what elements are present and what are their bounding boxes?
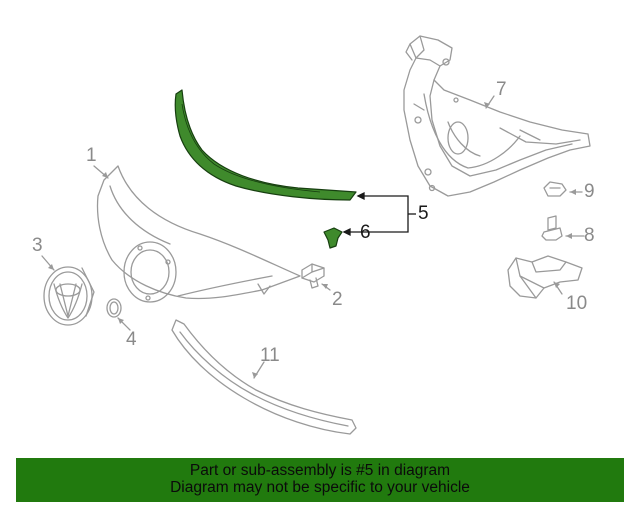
bolt-part-8 — [541, 215, 563, 241]
info-banner: Part or sub-assembly is #5 in diagram Di… — [16, 458, 624, 502]
callout-10: 10 — [566, 293, 588, 314]
clip-part-2 — [301, 263, 325, 289]
lower-molding-part-11 — [171, 319, 357, 435]
duct-part-10 — [507, 255, 583, 299]
callout-3: 3 — [32, 235, 43, 256]
highlighted-clip-part-6 — [323, 227, 343, 249]
callout-9: 9 — [584, 181, 595, 202]
callout-6: 6 — [360, 222, 371, 243]
banner-line-2: Diagram may not be specific to your vehi… — [170, 479, 470, 496]
callout-11: 11 — [260, 345, 280, 366]
callout-1: 1 — [86, 145, 97, 166]
grille-panel-part-1 — [96, 165, 301, 303]
emblem-part-3 — [43, 266, 95, 326]
callout-7: 7 — [496, 79, 507, 100]
highlighted-molding-part-5 — [174, 89, 357, 201]
banner-line-1: Part or sub-assembly is #5 in diagram — [189, 462, 451, 479]
bracket-assembly-part-7 — [403, 35, 591, 197]
callout-5: 5 — [418, 203, 429, 224]
leader-lines — [41, 95, 585, 379]
nut-part-9 — [543, 181, 567, 197]
arrow-heads — [48, 102, 576, 378]
callout-bracket-5-6 — [342, 191, 416, 237]
callout-4: 4 — [126, 329, 137, 350]
grommet-part-4 — [106, 298, 122, 318]
callout-8: 8 — [584, 225, 595, 246]
callout-2: 2 — [332, 289, 343, 310]
